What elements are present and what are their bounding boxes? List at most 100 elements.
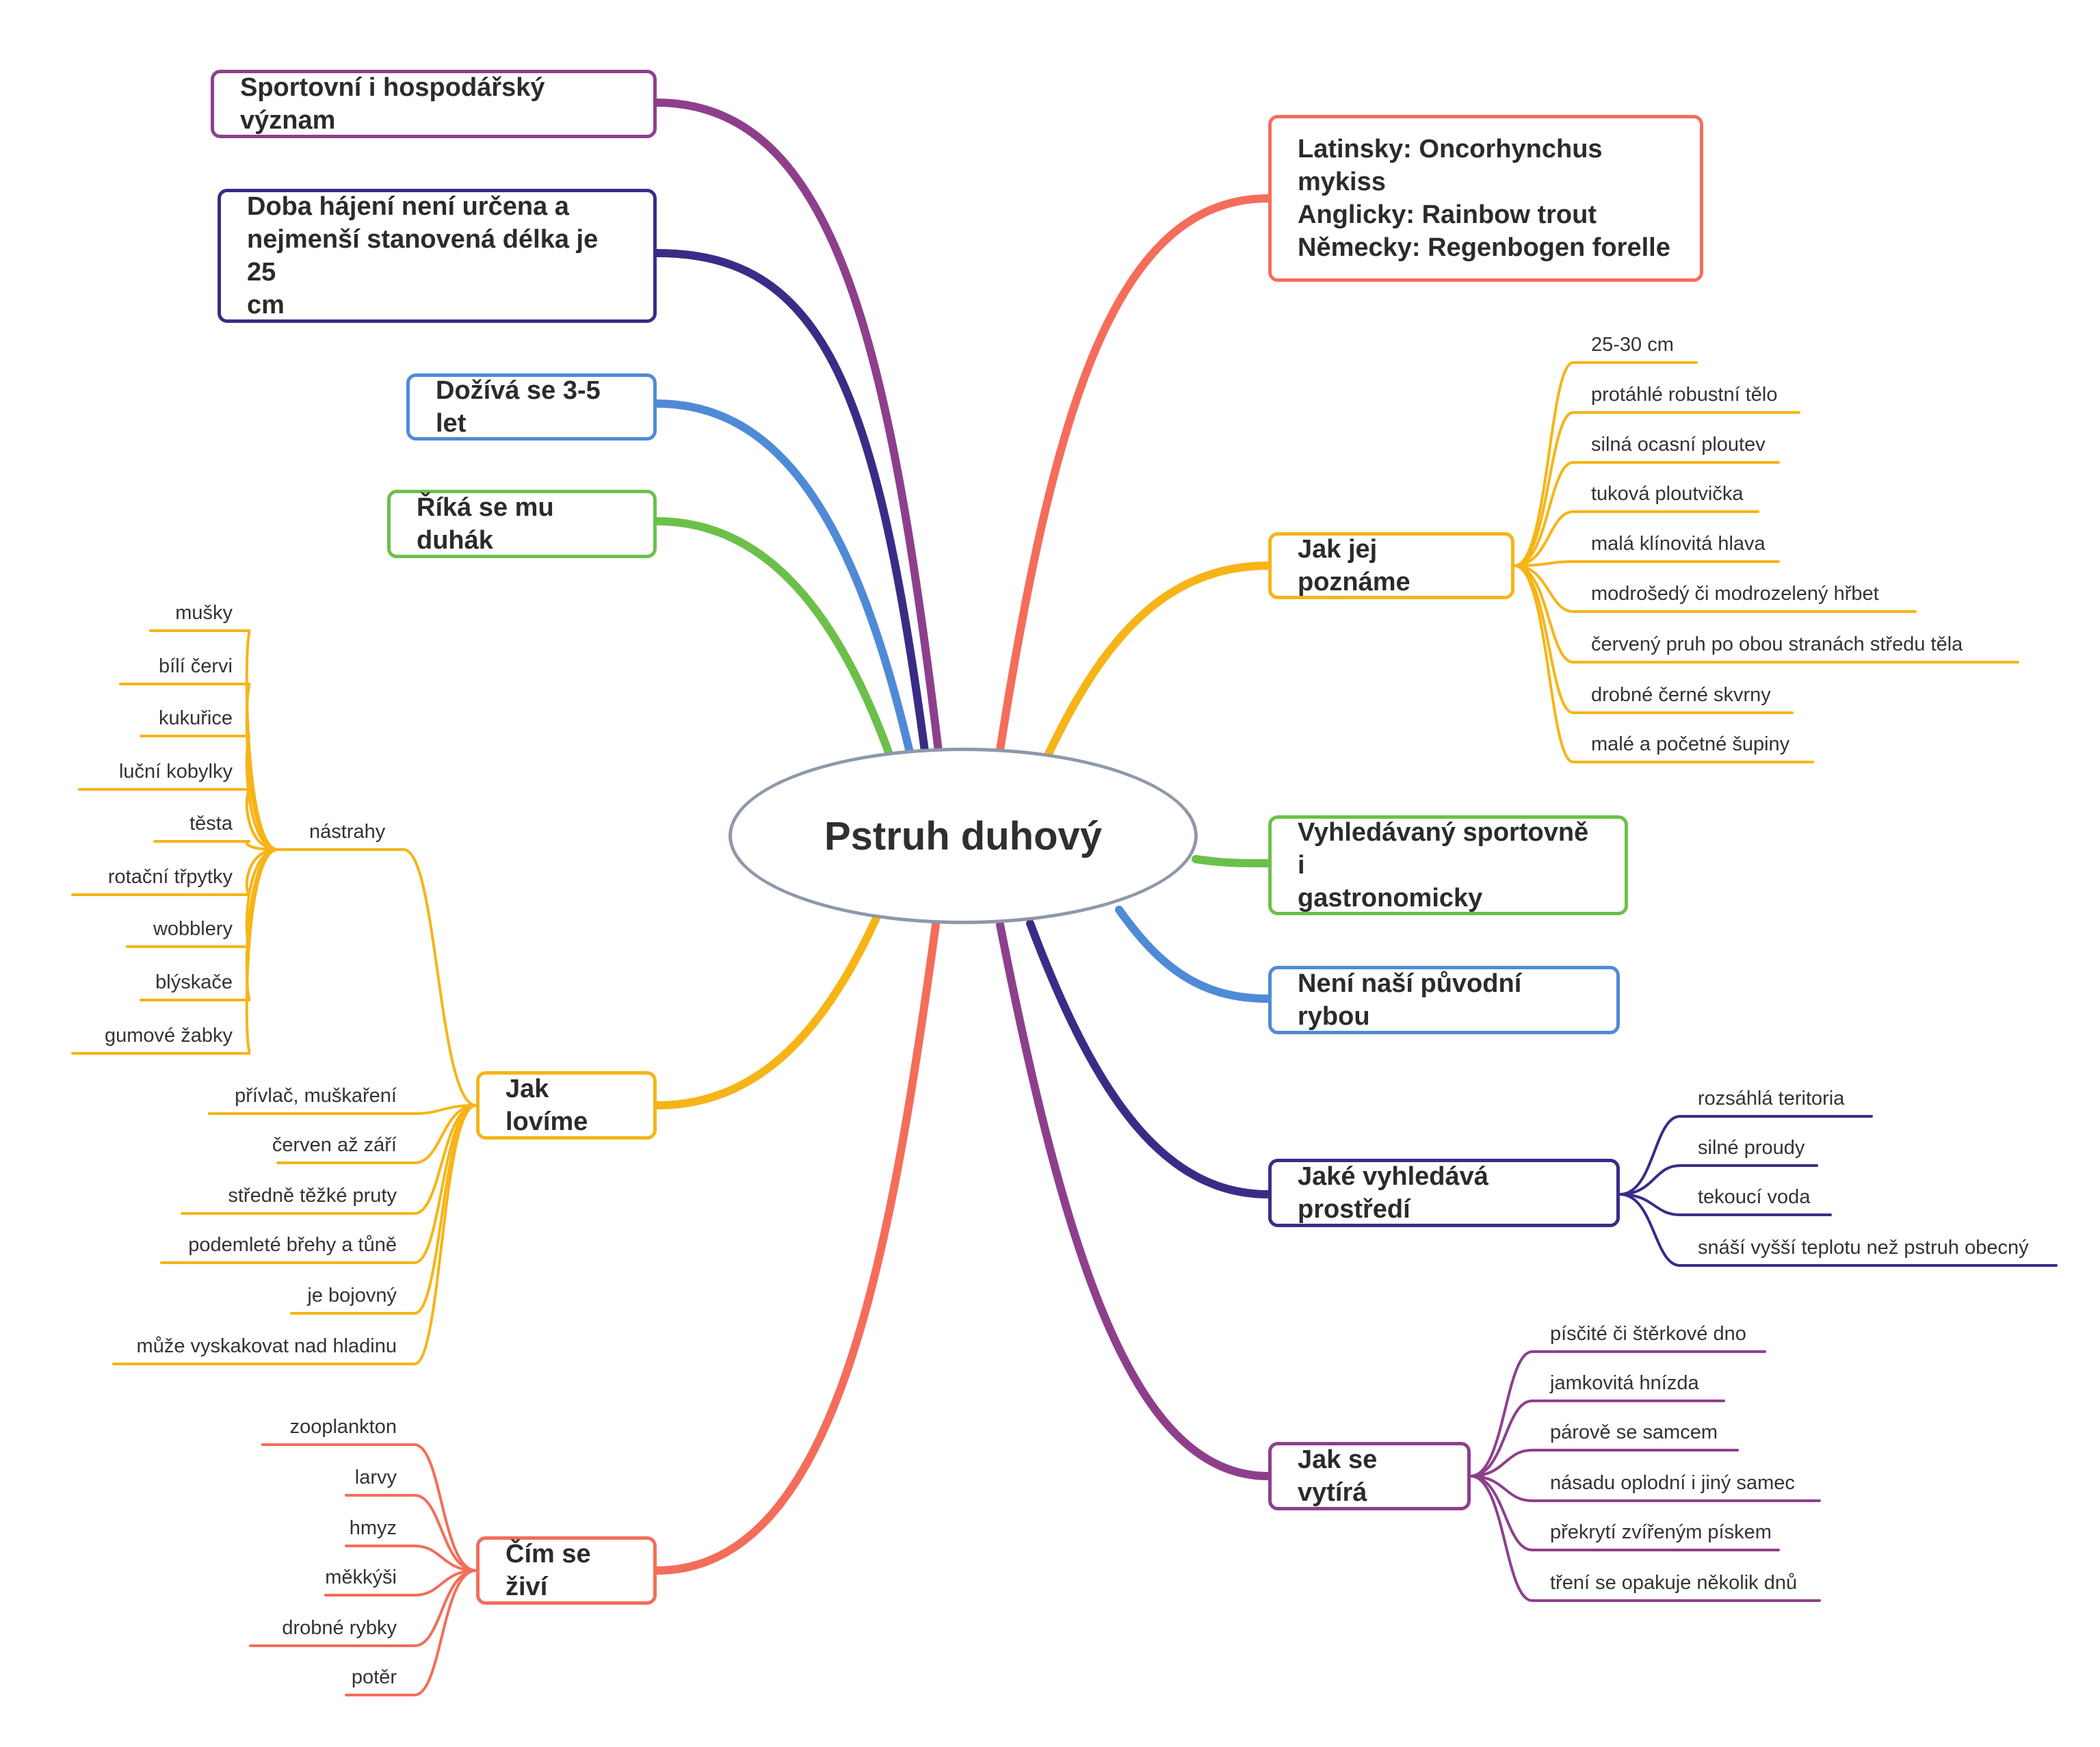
zivi-leaf-5[interactable]: potěr [351, 1666, 397, 1688]
link-doba [653, 249, 929, 755]
nastrahy-connector-3 [78, 788, 279, 851]
pozname-leaf-5[interactable]: modrošedý či modrozelený hřbet [1591, 583, 1879, 605]
pozname-leaf-4[interactable]: malá klínovitá hlava [1591, 533, 1766, 555]
vytira-leaf-4[interactable]: překrytí zvířeným pískem [1550, 1521, 1772, 1543]
zivi-connector-5 [345, 1569, 477, 1696]
topic-jak-se-vytira[interactable]: Jak se vytírá [1268, 1442, 1471, 1510]
lovime-connector-1 [276, 1104, 477, 1164]
link-neni [1115, 906, 1272, 1003]
pozname-leaf-3[interactable]: tuková ploutvička [1591, 483, 1744, 505]
vytira-connector-3 [1469, 1475, 1821, 1502]
lovime-connector-2 [181, 1104, 477, 1215]
nastrahy-connector-4 [153, 840, 279, 851]
vytira-leaf-0[interactable]: písčité či štěrkové dno [1550, 1323, 1746, 1345]
lovime-leaf-2[interactable]: středně těžké pruty [228, 1185, 397, 1207]
nastrahy-leaf-2[interactable]: kukuřice [159, 707, 233, 729]
vytira-leaf-5[interactable]: tření se opakuje několik dnů [1550, 1572, 1798, 1594]
pozname-connector-5 [1513, 564, 1917, 613]
topic-doba-hajeni[interactable]: Doba hájení není určena a nejmenší stano… [218, 189, 657, 323]
topic-label: Říká se mu duhák [417, 493, 554, 555]
topic-label: Dožívá se 3-5 let [436, 376, 601, 438]
zivi-leaf-0[interactable]: zooplankton [289, 1416, 397, 1438]
pozname-leaf-0[interactable]: 25-30 cm [1591, 334, 1674, 356]
zivi-connector-0 [261, 1443, 477, 1572]
zivi-connector-1 [345, 1494, 477, 1572]
nastrahy-connector-1 [119, 683, 279, 851]
topic-doziva[interactable]: Dožívá se 3-5 let [406, 373, 657, 441]
zivi-leaf-2[interactable]: hmyz [349, 1517, 397, 1539]
topic-label: Jak se vytírá [1298, 1445, 1378, 1507]
topic-vyhledavany[interactable]: Vyhledávaný sportovně i gastronomicky [1268, 815, 1628, 915]
topic-nazvy[interactable]: Latinsky: Oncorhynchus mykiss Anglicky: … [1268, 115, 1703, 282]
pozname-leaf-1[interactable]: protáhlé robustní tělo [1591, 384, 1778, 406]
lovime-leaf-3[interactable]: podemleté břehy a tůně [188, 1234, 397, 1256]
lovime-leaf-1[interactable]: červen až září [272, 1134, 397, 1156]
pozname-connector-0 [1513, 361, 1698, 567]
zivi-connector-2 [345, 1545, 477, 1572]
vytira-connector-2 [1469, 1449, 1739, 1477]
nastrahy-leaf-8[interactable]: gumové žabky [105, 1025, 233, 1047]
nastrahy-leaf-6[interactable]: wobblery [153, 918, 233, 940]
topic-prostredi[interactable]: Jaké vyhledává prostředí [1268, 1159, 1620, 1227]
link-rika [653, 517, 895, 762]
prostredi-leaf-0[interactable]: rozsáhlá teritoria [1698, 1088, 1845, 1109]
topic-label: Sportovní i hospodářský význam [240, 73, 545, 135]
prostredi-connector-1 [1618, 1164, 1818, 1196]
lovime-leaf-nastrahy[interactable]: nástrahy [309, 821, 386, 843]
zivi-leaf-3[interactable]: měkkýši [325, 1566, 397, 1588]
vytira-connector-0 [1469, 1350, 1766, 1477]
link-doziva [653, 399, 914, 757]
pozname-leaf-8[interactable]: malé a početné šupiny [1591, 733, 1790, 755]
topic-label: Vyhledávaný sportovně i gastronomicky [1298, 818, 1589, 912]
link-prostredi [1026, 919, 1272, 1198]
pozname-connector-3 [1513, 510, 1759, 567]
nastrahy-leaf-5[interactable]: rotační třpytky [107, 866, 233, 888]
pozname-connector-8 [1513, 564, 1814, 763]
vytira-leaf-3[interactable]: násadu oplodní i jiný samec [1550, 1472, 1795, 1494]
topic-neni-puvodni[interactable]: Není naší původní rybou [1268, 966, 1620, 1034]
topic-rika-se-mu[interactable]: Říká se mu duhák [387, 490, 657, 558]
vytira-leaf-1[interactable]: jamkovitá hnízda [1550, 1372, 1699, 1394]
lovime-leaf-5[interactable]: může vyskakovat nad hladinu [136, 1335, 397, 1357]
topic-label: Latinsky: Oncorhynchus mykiss Anglicky: … [1298, 135, 1670, 262]
prostredi-connector-3 [1618, 1193, 2058, 1267]
link-vytira [996, 921, 1272, 1480]
nastrahy-leaf-1[interactable]: bílí červi [159, 655, 233, 677]
lovime-connector-0 [208, 1104, 477, 1115]
zivi-leaf-1[interactable]: larvy [354, 1467, 397, 1488]
nastrahy-leaf-4[interactable]: těsta [189, 813, 233, 835]
nastrahy-leaf-0[interactable]: mušky [175, 602, 233, 624]
nastrahy-connector-2 [140, 735, 279, 851]
pozname-connector-6 [1513, 564, 2019, 664]
nastrahy-leaf-7[interactable]: blýskače [155, 971, 233, 993]
zivi-leaf-4[interactable]: drobné rybky [282, 1617, 397, 1639]
lovime-leaf-4[interactable]: je bojovný [307, 1285, 397, 1306]
topic-label: Jaké vyhledává prostředí [1298, 1162, 1488, 1224]
vytira-connector-5 [1469, 1475, 1821, 1602]
link-vyhledavany [1192, 855, 1272, 867]
nastrahy-leaf-3[interactable]: luční kobylky [118, 761, 233, 783]
pozname-leaf-7[interactable]: drobné černé skvrny [1591, 684, 1771, 706]
prostredi-connector-2 [1618, 1193, 1832, 1216]
pozname-leaf-2[interactable]: silná ocasní ploutev [1591, 434, 1766, 456]
pozname-connector-1 [1513, 411, 1800, 567]
link-sportovni [653, 98, 943, 755]
prostredi-leaf-1[interactable]: silné proudy [1698, 1137, 1805, 1159]
nastrahy-connector-8 [71, 848, 279, 1055]
topic-sportovni-vyznam[interactable]: Sportovní i hospodářský význam [211, 70, 657, 138]
prostredi-leaf-3[interactable]: snáší vyšší teplotu než pstruh obecný [1698, 1237, 2029, 1259]
lovime-connector-5 [112, 1104, 477, 1365]
link-zivi [653, 921, 940, 1575]
lovime-leaf-0[interactable]: přívlač, muškaření [235, 1085, 397, 1107]
link-lovime [653, 912, 881, 1109]
topic-jak-lovime[interactable]: Jak lovíme [476, 1071, 657, 1140]
pozname-leaf-6[interactable]: červený pruh po obou stranách středu těl… [1591, 633, 1963, 655]
topic-cim-se-zivi[interactable]: Čím se živí [476, 1536, 657, 1605]
topic-jak-jej-pozname[interactable]: Jak jej poznáme [1268, 532, 1514, 599]
prostredi-leaf-2[interactable]: tekoucí voda [1698, 1186, 1811, 1208]
central-topic[interactable]: Pstruh duhový [729, 748, 1198, 924]
central-topic-label: Pstruh duhový [824, 813, 1103, 858]
vytira-leaf-2[interactable]: párově se samcem [1550, 1421, 1718, 1443]
